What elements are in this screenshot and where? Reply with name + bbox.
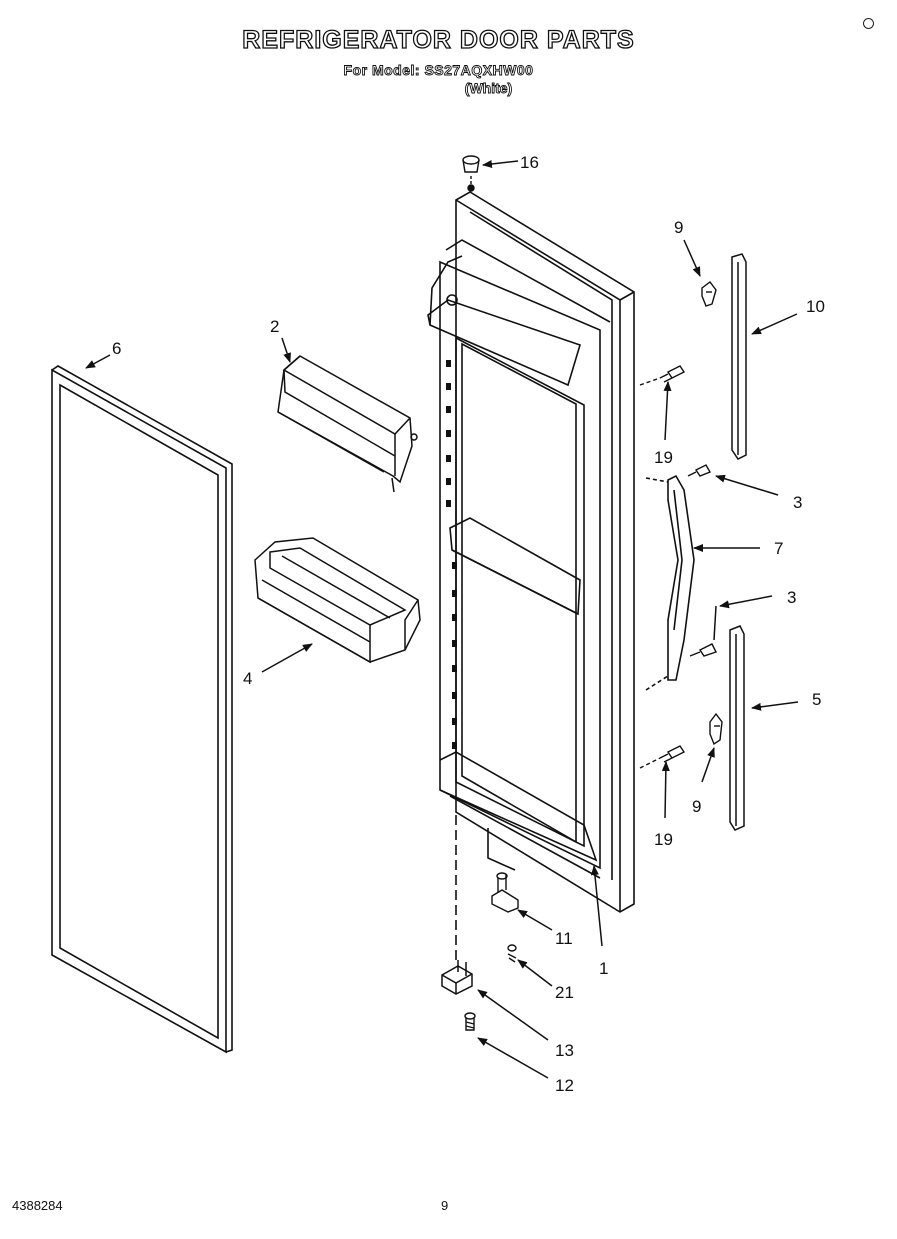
- callout-13: 13: [555, 1041, 574, 1060]
- callout-4: 4: [243, 669, 252, 688]
- door-shelf-part-4: [254, 537, 421, 664]
- corner-circle-mark: [863, 18, 874, 29]
- screw-part-19-lower: [639, 745, 686, 769]
- callout-19-lower: 19: [654, 830, 673, 849]
- callout-6: 6: [112, 339, 121, 358]
- callout-11: 11: [555, 929, 573, 948]
- hinge-bracket-part-13: [441, 960, 473, 995]
- page-title: REFRIGERATOR DOOR PARTS: [242, 25, 635, 54]
- callout-3-lower: 3: [787, 588, 796, 607]
- screw-part-19-upper: [639, 365, 686, 386]
- screw-part-3-lower: [689, 643, 717, 657]
- callout-19-upper: 19: [654, 448, 673, 467]
- hinge-pin-part-11: [491, 872, 519, 913]
- clip-part-9-upper: [701, 281, 717, 307]
- callout-2: 2: [270, 317, 279, 336]
- color-line: (White): [464, 80, 513, 97]
- callout-9-upper: 9: [674, 218, 683, 237]
- screw-part-12: [464, 1012, 476, 1031]
- trim-strip-part-10: [731, 253, 747, 460]
- door-bin-part-2: [277, 355, 418, 493]
- callout-10: 10: [806, 297, 825, 316]
- callout-16: 16: [520, 153, 539, 172]
- leader-lines: [85, 160, 799, 1079]
- door-gasket-part-6: [51, 365, 233, 1054]
- screw-part-3-upper: [687, 464, 712, 477]
- model-line: For Model: SS27AQXHW00: [343, 62, 534, 79]
- page-number: 9: [441, 1198, 449, 1213]
- door-liner-part-1: [427, 191, 635, 960]
- trim-strip-part-5: [729, 625, 745, 831]
- callout-9-lower: 9: [692, 797, 701, 816]
- clip-part-9-lower: [709, 712, 723, 746]
- callout-3-upper: 3: [793, 493, 802, 512]
- hinge-bushing-part-16: [462, 155, 480, 192]
- document-number: 4388284: [12, 1198, 63, 1213]
- callout-5: 5: [812, 690, 821, 709]
- callout-21: 21: [555, 983, 574, 1002]
- callout-1: 1: [599, 959, 608, 978]
- callout-7: 7: [774, 539, 783, 558]
- door-handle-part-7: [645, 474, 695, 691]
- screw-part-21: [507, 944, 517, 963]
- callout-12: 12: [555, 1076, 574, 1095]
